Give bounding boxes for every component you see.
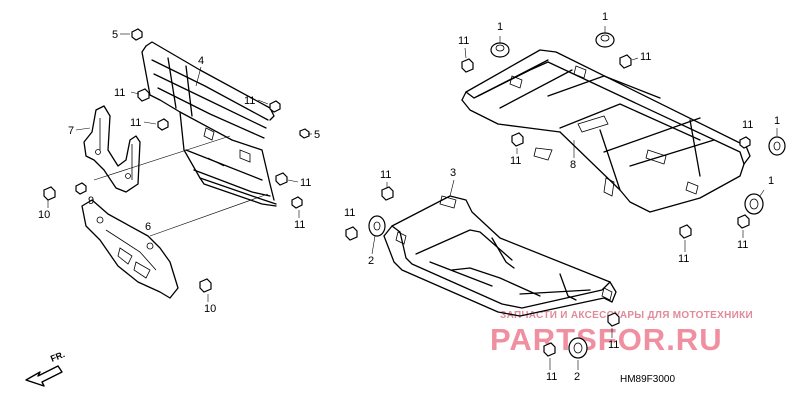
watermark: ЗАПЧАСТИ И АКСЕССУАРЫ ДЛЯ МОТОТЕХНИКИ PA… <box>490 310 753 357</box>
callout-1-c: 1 <box>774 115 780 127</box>
callout-8: 8 <box>570 159 576 171</box>
callout-11-j: 11 <box>737 239 748 251</box>
callout-11-h: 11 <box>510 155 521 167</box>
rubber-cap-1-right <box>768 136 786 156</box>
callout-1-b: 1 <box>602 11 608 23</box>
callout-10-left: 10 <box>38 209 50 221</box>
rubber-cap-1-top-right <box>595 26 615 48</box>
rear-rack-drawing <box>461 49 751 213</box>
rubber-cap-2-left <box>368 215 386 237</box>
callout-2-left: 2 <box>368 255 374 267</box>
watermark-line: ЗАПЧАСТИ И АКСЕССУАРЫ ДЛЯ МОТОТЕХНИКИ <box>500 310 753 321</box>
callout-7: 7 <box>68 125 74 137</box>
front-direction-indicator: FR. <box>25 349 66 387</box>
rubber-cap-1-top <box>490 36 510 58</box>
callout-11-e: 11 <box>294 219 305 231</box>
callout-11-o: 11 <box>546 371 557 383</box>
front-bracket-drawing <box>83 105 141 193</box>
callout-11-i: 11 <box>742 119 753 131</box>
callout-9: 9 <box>88 195 94 207</box>
callout-11-c: 11 <box>244 95 255 107</box>
callout-11-m: 11 <box>344 207 355 219</box>
rubber-cap-2-bottom <box>568 337 588 359</box>
skid-plate-drawing <box>81 199 179 299</box>
callout-5-top: 5 <box>112 29 118 41</box>
front-arrow-icon <box>25 365 63 387</box>
callout-1-d: 1 <box>768 175 774 187</box>
callout-4: 4 <box>198 55 204 67</box>
callout-5-right: 5 <box>314 129 320 141</box>
callout-2-bottom: 2 <box>574 371 580 383</box>
callout-11-b: 11 <box>130 117 141 129</box>
callout-11-a: 11 <box>114 87 125 99</box>
callout-10-bottom: 10 <box>204 303 216 315</box>
callout-11-g: 11 <box>640 51 651 63</box>
front-direction-label: FR. <box>49 349 66 364</box>
front-leader-lines <box>93 135 269 237</box>
callout-11-n: 11 <box>608 339 619 351</box>
front-carrier-drawing <box>141 41 277 207</box>
callout-11-d: 11 <box>300 177 311 189</box>
watermark-main: PARTSFOR.RU <box>490 322 723 357</box>
callouts: 5 4 11 11 7 11 5 11 11 9 10 6 10 1 1 11 … <box>38 11 780 383</box>
callout-11-f: 11 <box>458 35 469 47</box>
rear-carrier-drawing <box>383 195 617 317</box>
callout-11-k: 11 <box>678 253 689 265</box>
callout-3: 3 <box>450 167 456 179</box>
callout-1-a: 1 <box>497 21 503 33</box>
rubber-cap-1-lower-right <box>744 193 764 215</box>
callout-6: 6 <box>145 221 151 233</box>
callout-11-l: 11 <box>380 169 391 181</box>
bolts <box>43 28 751 357</box>
diagram-code: HM89F3000 <box>620 374 675 385</box>
